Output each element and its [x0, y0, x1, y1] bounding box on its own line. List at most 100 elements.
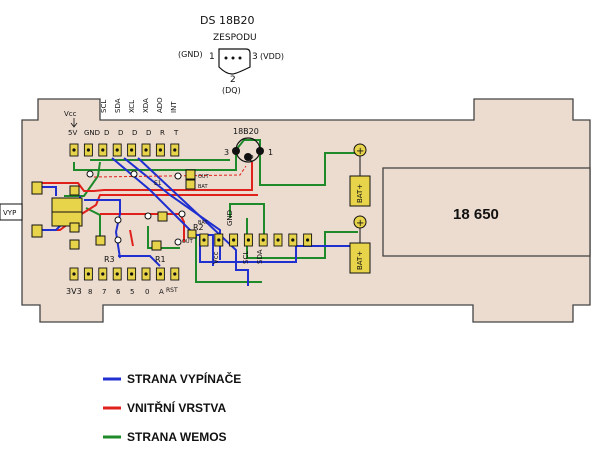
col-label-sda: SDA [114, 98, 122, 113]
top-pad-8-hole [173, 148, 177, 152]
row-label-d1: D [104, 129, 109, 137]
bottom-pin-labels: 8 7 6 5 0 A RST [88, 287, 178, 296]
row-label-d2: D [118, 129, 123, 137]
bottom-pad-6-hole [144, 272, 148, 276]
dashed-link [93, 165, 247, 178]
bottom-pad-5-hole [130, 272, 134, 276]
sensor-pin3-label: (VDD) [260, 52, 284, 61]
col-label-ado: ADO [156, 97, 164, 113]
bottom-pin-label-5: 5 [130, 288, 134, 296]
row-label-gnd: GND [84, 129, 100, 137]
sensor-pinout: DS 18B20 ZESPODU (GND) 1 3 (VDD) 2 (DQ) [178, 14, 284, 95]
top-row-labels: 5V GND D D D D R T [68, 129, 179, 137]
bottom-pin-label-6: 6 [116, 288, 121, 296]
mid-label-vcc: Vcc [212, 251, 220, 264]
r2-label: R2 [193, 223, 204, 232]
col-label-scl: SCL [100, 100, 108, 113]
top-pad-1-hole [72, 148, 76, 152]
mid-header-pads [199, 233, 313, 247]
mid-pad-7-hole [291, 238, 295, 242]
bottom-header-pads [69, 267, 180, 281]
top-header-pads [69, 143, 180, 157]
top-pad-2-hole [86, 148, 90, 152]
mid-label-sda: SDA [256, 249, 264, 264]
top-pad-7-hole [158, 148, 162, 152]
out-label-2: OUT [182, 239, 194, 245]
top-pad-5-hole [130, 148, 134, 152]
bottom-pad-8-hole [173, 272, 177, 276]
sensor-pin2-num: 2 [230, 75, 236, 85]
onboard-sensor-pin1: 1 [268, 148, 273, 157]
battery-holder [382, 167, 591, 257]
bat-label-2: BAT [198, 220, 208, 226]
top-pad-6-hole [144, 148, 148, 152]
mid-pad-2-hole [217, 238, 221, 242]
resistors: R2 R3 R1 [95, 210, 204, 264]
switch-label: VYP [3, 209, 16, 217]
sensor-pin1-label: (GND) [178, 50, 203, 59]
plus-sign-top: + [356, 146, 364, 157]
col-label-xcl: XCL [128, 100, 136, 113]
battery-label: 18 650 [453, 206, 499, 223]
col-label-int: INT [170, 101, 178, 113]
legend: STRANA VYPÍNAČE VNITŘNÍ VRSTVA STRANA WEMO… [103, 371, 241, 444]
mid-pad-6-hole [276, 238, 280, 242]
sensor-pin3-num: 3 [252, 52, 258, 62]
sensor-view-label: ZESPODU [213, 33, 257, 43]
bat-plus-top: BAT+ [356, 184, 364, 203]
mid-labels: Vcc GND SCL SDA [212, 210, 264, 264]
r3-label: R3 [104, 255, 115, 264]
mid-pad-3-hole [232, 238, 236, 242]
vcc-label-top: Vcc [64, 110, 77, 118]
legend-label-3: STRANA WEMOS [127, 430, 227, 444]
bat-label-1: BAT [198, 184, 208, 190]
bottom-pin-label-0: 0 [145, 288, 149, 296]
col-label-xda: XDA [142, 98, 150, 113]
mid-pad-5-hole [261, 238, 265, 242]
row-label-d3: D [132, 129, 137, 137]
top-pad-4-hole [115, 148, 119, 152]
mid-pad-1-hole [202, 238, 206, 242]
row-label-5v: 5V [68, 129, 77, 137]
mid-pad-4-hole [246, 238, 250, 242]
bottom-pad-7-hole [158, 272, 162, 276]
r1-label: R1 [155, 255, 166, 264]
battery-connector-bottom: + BAT+ [349, 215, 371, 274]
sensor-title: DS 18B20 [200, 14, 255, 27]
mid-label-scl: SCL [242, 251, 250, 264]
onboard-sensor-pin3: 3 [224, 148, 229, 157]
top-pad-3-hole [101, 148, 105, 152]
bottom-pin-label-rst: RST [166, 287, 178, 294]
row-label-r: R [160, 129, 165, 137]
bottom-pin-label-8: 8 [88, 288, 92, 296]
mid-pad-8-hole [306, 238, 310, 242]
row-label-t: T [173, 129, 179, 137]
battery-connector-top: + BAT+ [349, 143, 371, 207]
e1-label: E1 [154, 180, 162, 187]
sensor-outline [218, 48, 251, 75]
power-switch: VYP [0, 197, 83, 227]
mid-label-gnd: GND [226, 210, 234, 226]
plus-sign-bottom: + [356, 218, 364, 229]
module-out-bat-2: OUT BAT [182, 220, 208, 245]
legend-label-1: STRANA VYPÍNAČE [127, 371, 241, 386]
top-column-labels: SCL SDA XCL XDA ADO INT [100, 97, 178, 113]
bottom-pin-label-7: 7 [102, 288, 106, 296]
vcc-arrow [70, 118, 78, 128]
bottom-pad-3-hole [101, 272, 105, 276]
sensor-pin2-label: (DQ) [222, 86, 241, 95]
bottom-pad-2-hole [86, 272, 90, 276]
bottom-pin-label-a: A [159, 288, 164, 296]
sensor-pin1-num: 1 [209, 52, 215, 62]
bat-plus-bottom: BAT+ [356, 251, 364, 270]
out-label-1: OUT [198, 174, 210, 180]
module-e1: E1 OUT BAT [86, 169, 210, 190]
bottom-pad-4-hole [115, 272, 119, 276]
onboard-sensor [232, 137, 264, 163]
row-label-d4: D [146, 129, 151, 137]
label-3v3: 3V3 [66, 287, 82, 296]
legend-label-2: VNITŘNÍ VRSTVA [127, 400, 226, 415]
bottom-pad-1-hole [72, 272, 76, 276]
left-switch-pads [31, 181, 80, 250]
